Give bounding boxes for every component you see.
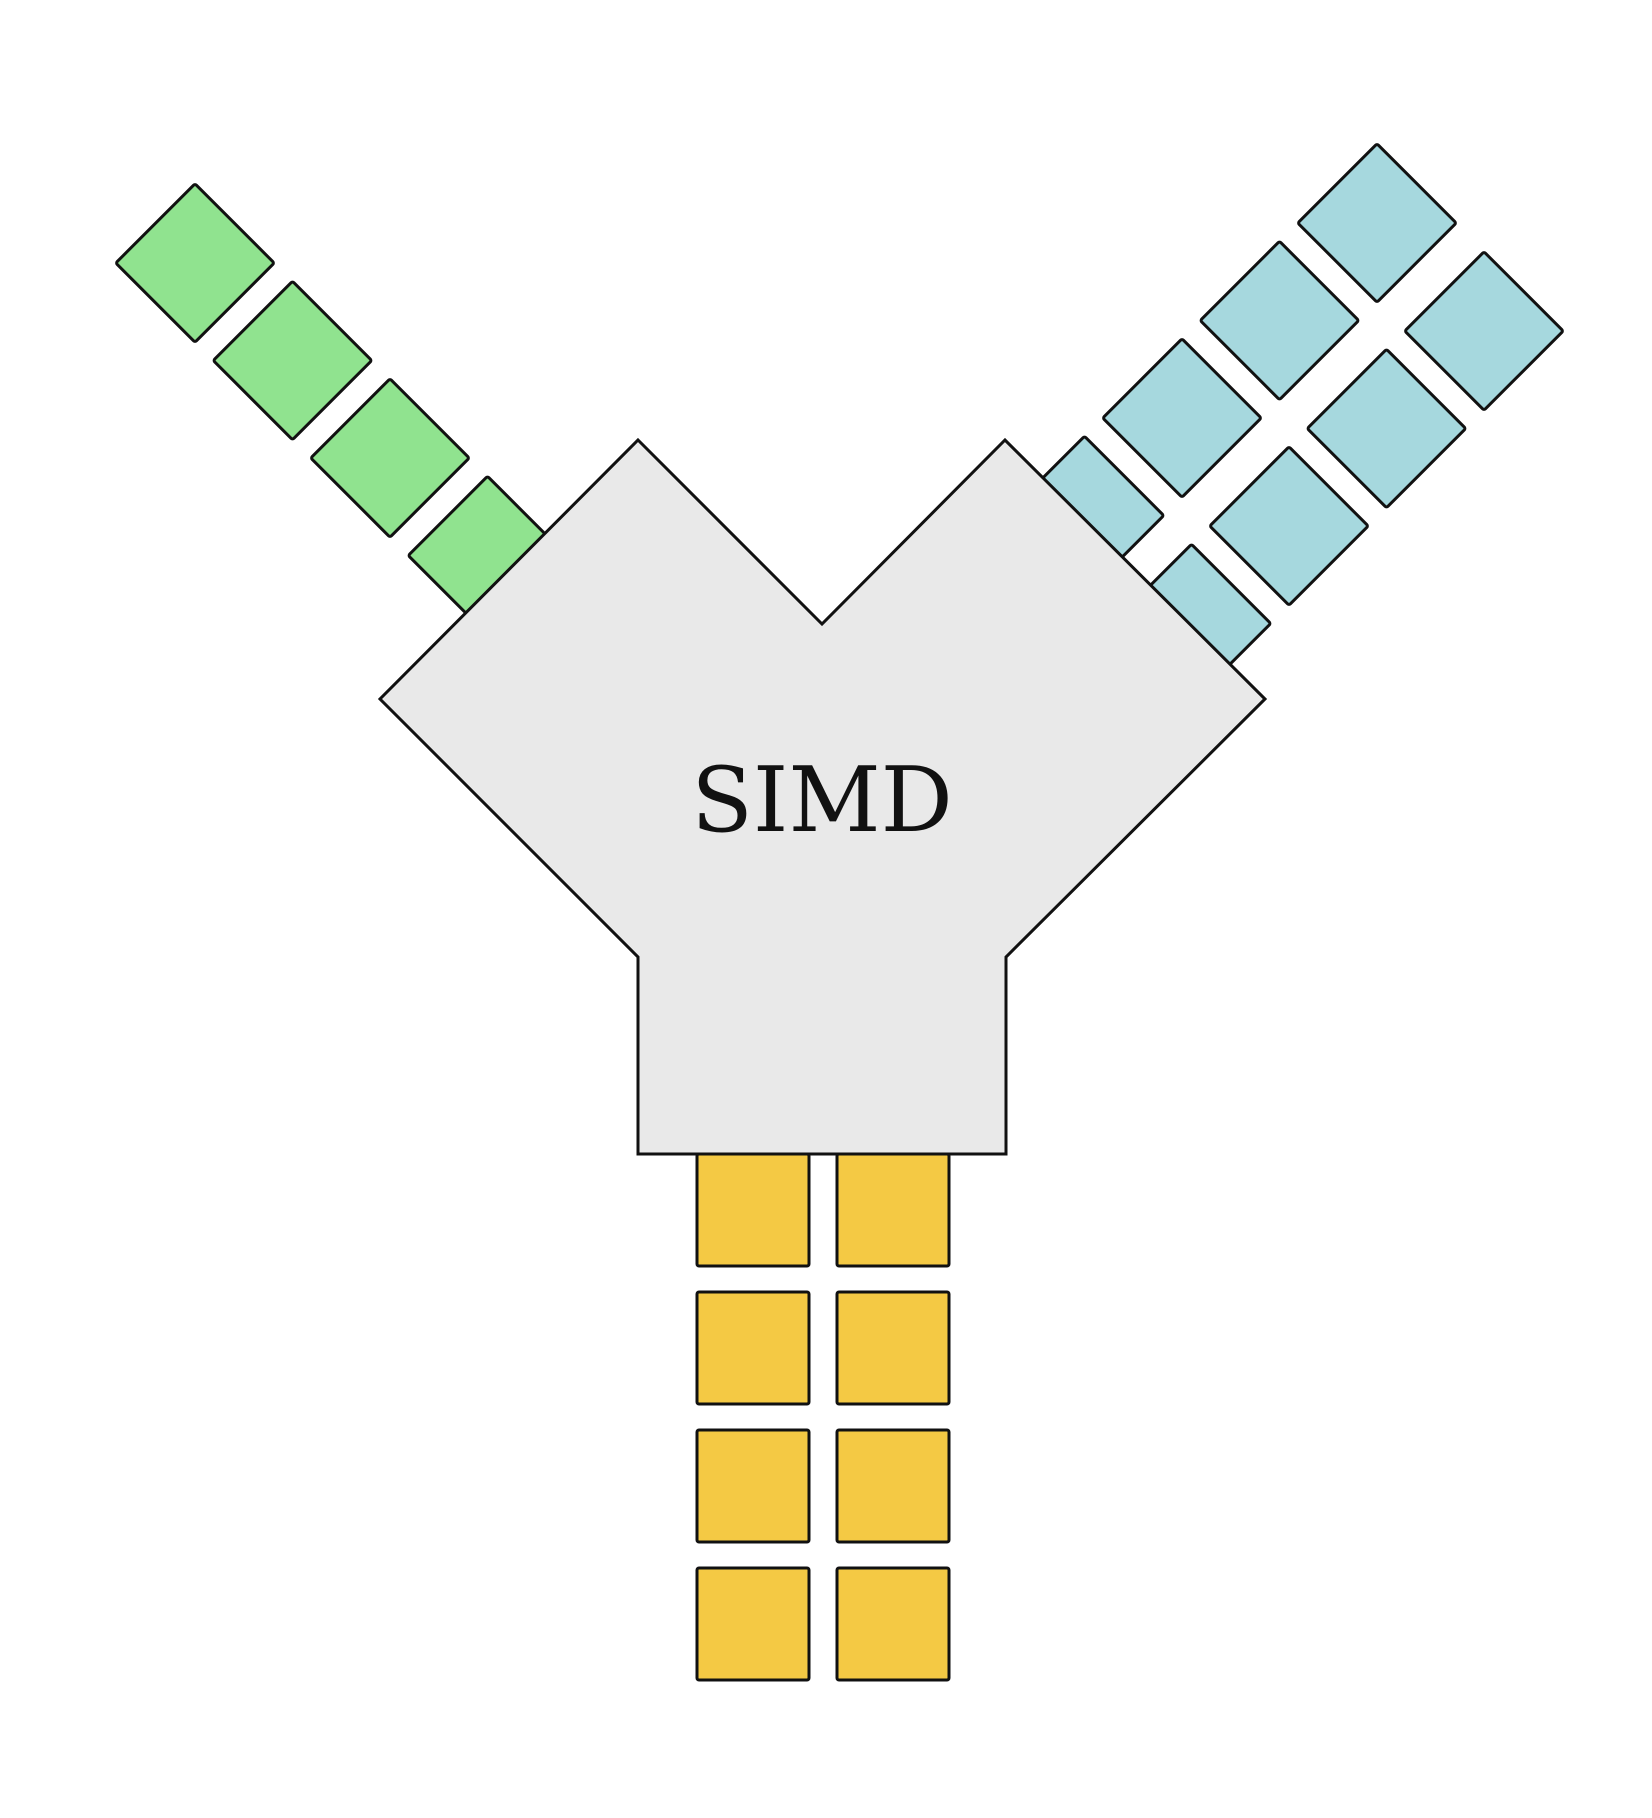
input-a-cell — [310, 378, 470, 538]
input-b-cell — [1404, 251, 1564, 411]
output-cell — [695, 1566, 811, 1682]
input-a-register — [115, 183, 568, 636]
input-a-cell — [212, 280, 373, 441]
input-b-cell — [1297, 143, 1457, 303]
input-b-cell — [1102, 338, 1262, 498]
output-cell — [835, 1290, 951, 1406]
output-cell — [835, 1566, 951, 1682]
output-register — [695, 1152, 951, 1682]
simd-unit — [377, 437, 1268, 1156]
output-cell — [695, 1428, 811, 1544]
input-a-cell — [115, 183, 275, 343]
input-b-register — [1004, 143, 1564, 704]
simd-label: SIMD — [691, 748, 953, 853]
input-b-cell — [1209, 446, 1369, 606]
output-cell — [835, 1152, 951, 1268]
input-b-cell — [1199, 240, 1360, 401]
output-cell — [835, 1428, 951, 1544]
input-b-cell — [1306, 348, 1467, 509]
output-cell — [695, 1152, 811, 1268]
output-cell — [695, 1290, 811, 1406]
